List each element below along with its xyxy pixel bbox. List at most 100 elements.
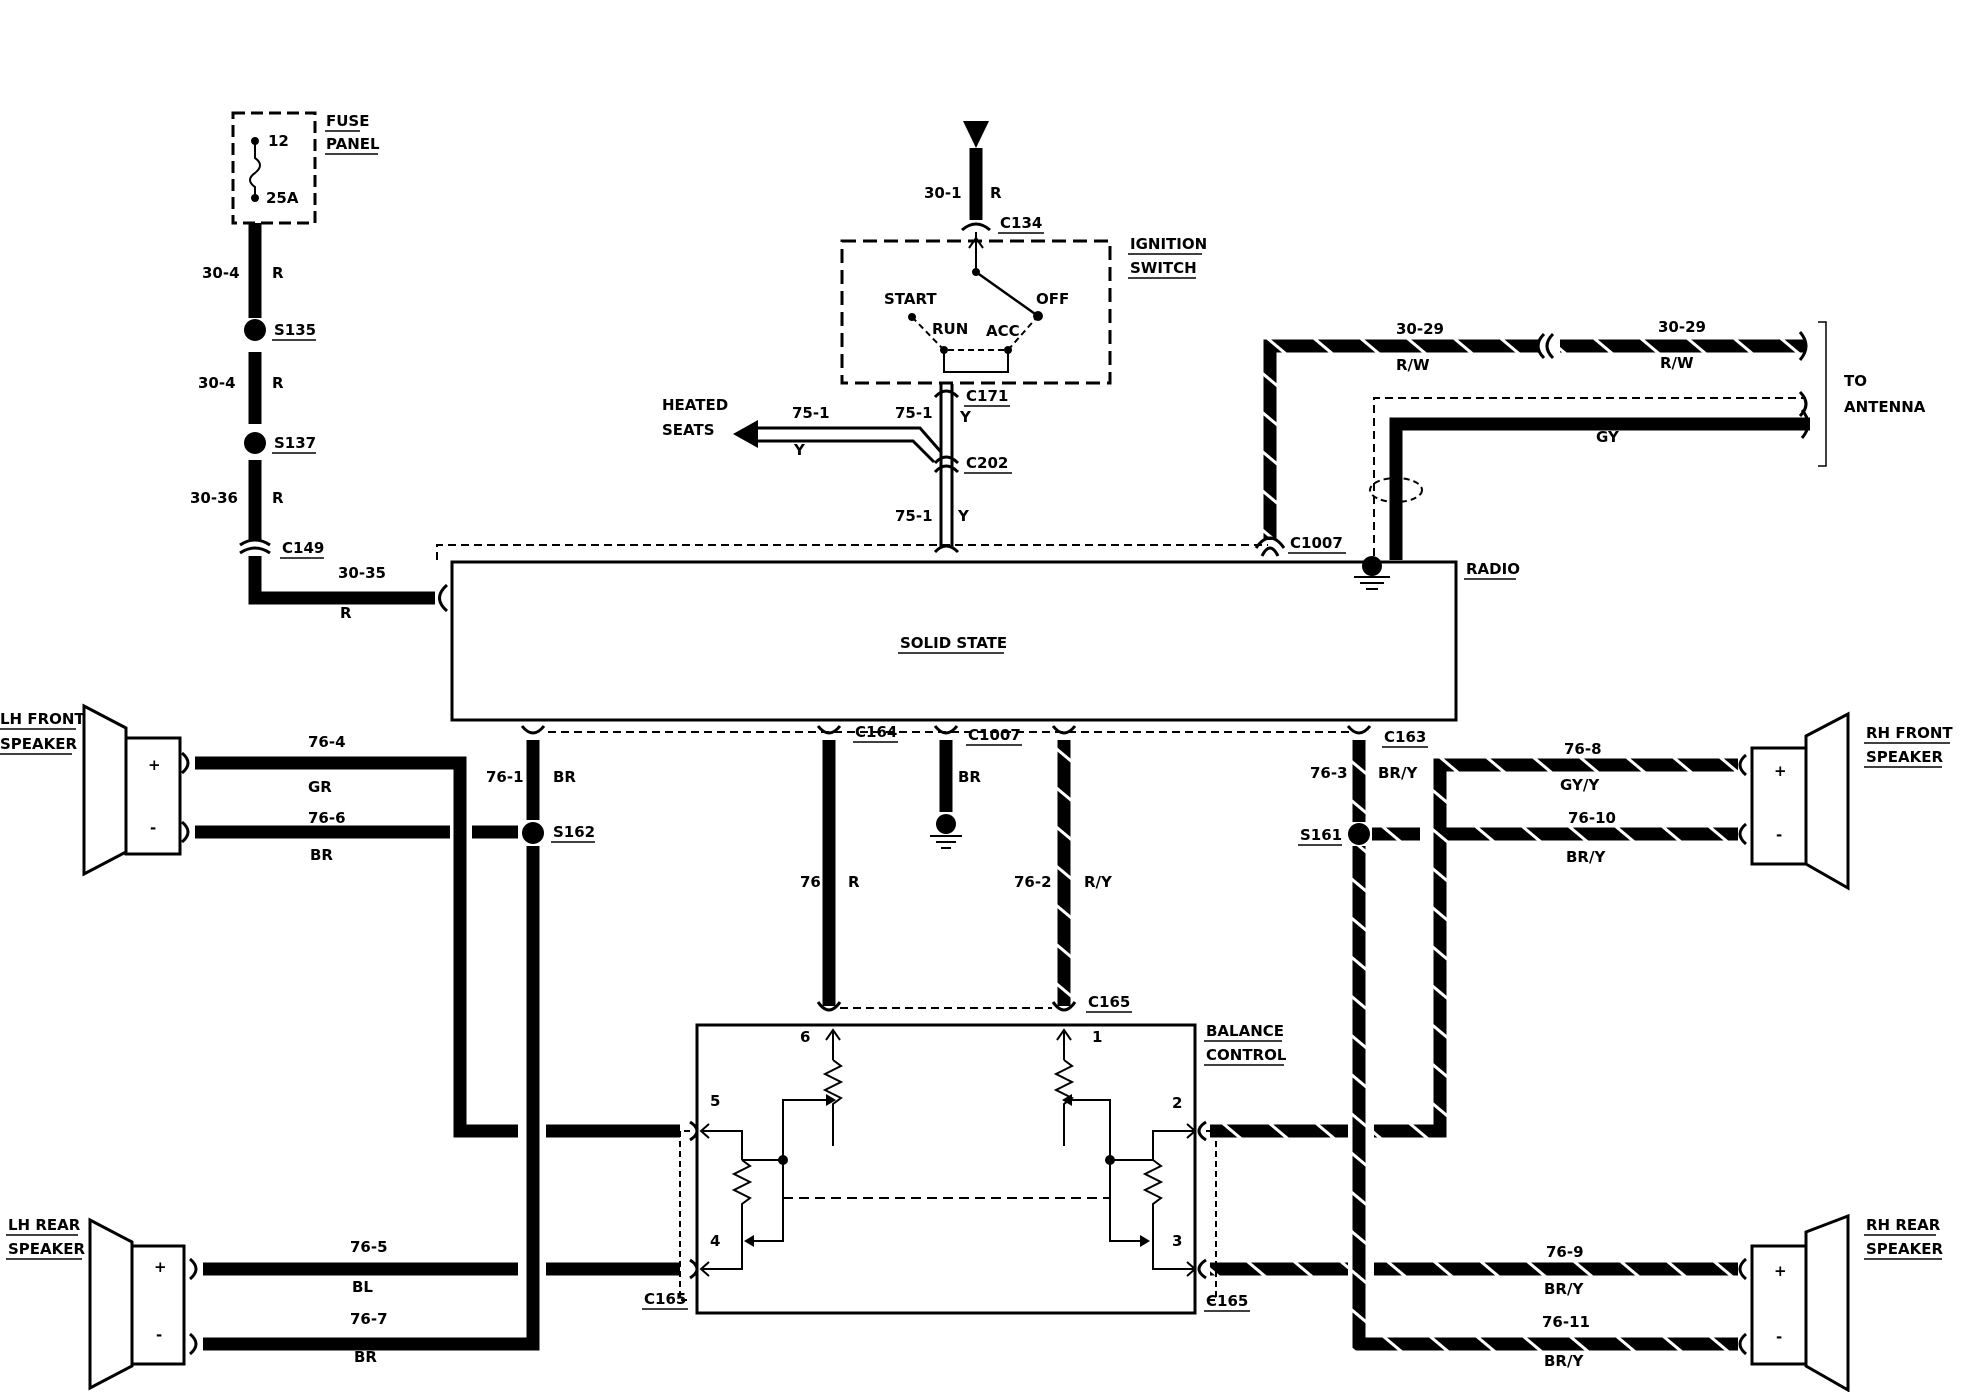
- svg-text:R/W: R/W: [1396, 356, 1430, 374]
- connector-c202: C202: [966, 454, 1008, 472]
- splice-s137-label: S137: [274, 434, 316, 452]
- svg-text:-: -: [1776, 1328, 1782, 1346]
- svg-text:BR/Y: BR/Y: [1566, 848, 1606, 866]
- connector-c171: C171: [966, 387, 1008, 405]
- circuit-30-4b: 30-4: [198, 374, 236, 392]
- svg-text:SPEAKER: SPEAKER: [1866, 1240, 1944, 1258]
- wire-76-10: 76-10 BR/Y: [1372, 809, 1738, 866]
- wire-76-2: 76-2 R/Y: [1014, 725, 1113, 1006]
- svg-text:RUN: RUN: [932, 320, 968, 338]
- svg-text:+: +: [1774, 762, 1787, 780]
- heated-seats-2: SEATS: [662, 421, 715, 439]
- svg-text:R: R: [272, 374, 284, 392]
- connector-c165-top: C165: [1088, 993, 1130, 1011]
- svg-text:RH FRONT: RH FRONT: [1866, 724, 1953, 742]
- circuit-30-1: 30-1: [924, 184, 962, 202]
- svg-text:Y: Y: [793, 441, 806, 459]
- circuit-30-35: 30-35: [338, 564, 386, 582]
- circuit-30-36: 30-36: [190, 489, 238, 507]
- pin-1: 1: [1092, 1028, 1102, 1046]
- fuse-panel: 12 25A FUSE PANEL: [231, 111, 380, 225]
- splice-s161: S161: [1300, 826, 1342, 844]
- svg-text:+: +: [154, 1258, 167, 1276]
- splice-s135: [244, 319, 266, 341]
- splice-s162: S162: [553, 823, 595, 841]
- balance-control: C165 6 1: [642, 993, 1287, 1315]
- svg-text:LH FRONT: LH FRONT: [0, 710, 85, 728]
- wire-76-8: 76-8 GY/Y: [1210, 740, 1738, 1138]
- splice-s135-label: S135: [274, 321, 316, 339]
- radio-title: RADIO: [1466, 560, 1520, 578]
- wire-30-4-feed: 30-4 R S135 30-4 R S137 30-36 R: [190, 223, 316, 540]
- circuit-76: 76: [800, 873, 821, 891]
- circuit-30-29a: 30-29: [1396, 320, 1444, 338]
- speaker-lh-rear: + - LH REAR SPEAKER: [6, 1216, 198, 1391]
- circuit-30-4a: 30-4: [202, 264, 240, 282]
- circuit-76-6: 76-6: [308, 809, 346, 827]
- svg-text:-: -: [150, 819, 156, 837]
- circuit-76-7: 76-7: [350, 1310, 388, 1328]
- svg-text:RH REAR: RH REAR: [1866, 1216, 1941, 1234]
- speaker-lh-front: + - LH FRONT SPEAKER: [0, 703, 190, 877]
- wire-30-35: [248, 556, 435, 605]
- connector-c134: C134: [1000, 214, 1042, 232]
- svg-text:SPEAKER: SPEAKER: [0, 735, 78, 753]
- antenna-gy: GY: [1596, 428, 1620, 446]
- antenna-1: TO: [1844, 372, 1867, 390]
- circuit-76-5: 76-5: [350, 1238, 388, 1256]
- circuit-76-1: 76-1: [486, 768, 524, 786]
- svg-text:BR/Y: BR/Y: [1544, 1352, 1584, 1370]
- svg-text:R: R: [272, 489, 284, 507]
- svg-text:Y: Y: [957, 507, 970, 525]
- pin-3: 3: [1172, 1232, 1182, 1250]
- svg-text:-: -: [156, 1326, 162, 1344]
- wire-76-5: 76-5 BL: [203, 1238, 680, 1296]
- circuit-75-1a: 75-1: [792, 404, 830, 422]
- circuit-76-3: 76-3: [1310, 764, 1348, 782]
- svg-text:START: START: [884, 290, 937, 308]
- svg-text:BR/Y: BR/Y: [1544, 1280, 1584, 1298]
- circuit-76-9: 76-9: [1546, 1243, 1584, 1261]
- speaker-rh-rear: + - RH REAR SPEAKER: [1738, 1213, 1944, 1392]
- svg-text:SPEAKER: SPEAKER: [8, 1240, 86, 1258]
- svg-text:C149: C149: [282, 539, 324, 557]
- wire-76-3: C163 76-3 BR/Y S161: [1298, 725, 1738, 1351]
- circuit-76-2: 76-2: [1014, 873, 1052, 891]
- svg-text:GY/Y: GY/Y: [1560, 776, 1600, 794]
- antenna-wiring: C1007 30-29 R/W 30-29 R/W GY TO ANTENNA: [1254, 318, 1926, 590]
- svg-text:+: +: [148, 756, 161, 774]
- svg-text:BR: BR: [958, 768, 981, 786]
- svg-text:R: R: [848, 873, 860, 891]
- pin-2: 2: [1172, 1094, 1182, 1112]
- svg-text:BL: BL: [352, 1278, 373, 1296]
- svg-text:R: R: [990, 184, 1002, 202]
- connector-c149: C149: [239, 538, 324, 559]
- connector-c164: C164: [855, 723, 897, 741]
- svg-text:Y: Y: [959, 408, 972, 426]
- circuit-76-8: 76-8: [1564, 740, 1602, 758]
- pin-4: 4: [710, 1232, 720, 1250]
- svg-text:BR: BR: [354, 1348, 377, 1366]
- svg-text:BALANCE: BALANCE: [1206, 1022, 1284, 1040]
- svg-text:SPEAKER: SPEAKER: [1866, 748, 1944, 766]
- svg-text:R: R: [340, 604, 352, 622]
- fuse-panel-title-2: PANEL: [326, 135, 380, 153]
- svg-text:ACC: ACC: [986, 322, 1020, 340]
- circuit-75-1c: 75-1: [895, 507, 933, 525]
- svg-text:BR: BR: [553, 768, 576, 786]
- pin-5: 5: [710, 1092, 720, 1110]
- connector-c165-left: C165: [644, 1290, 686, 1308]
- antenna-2: ANTENNA: [1844, 398, 1926, 416]
- wire-76-6: 76-6 BR: [195, 809, 518, 864]
- svg-text:BR: BR: [310, 846, 333, 864]
- fuse-panel-title-1: FUSE: [326, 112, 369, 130]
- svg-text:CONTROL: CONTROL: [1206, 1046, 1287, 1064]
- svg-text:R/W: R/W: [1660, 354, 1694, 372]
- speaker-rh-front: + - RH FRONT SPEAKER: [1738, 711, 1953, 891]
- wire-76-1: 76-1 BR S162: [203, 725, 595, 1351]
- wire-76-4: 76-4 GR: [195, 733, 680, 1138]
- svg-text:R/Y: R/Y: [1084, 873, 1113, 891]
- svg-text:-: -: [1776, 826, 1782, 844]
- connector-c1007-top: C1007: [1290, 534, 1343, 552]
